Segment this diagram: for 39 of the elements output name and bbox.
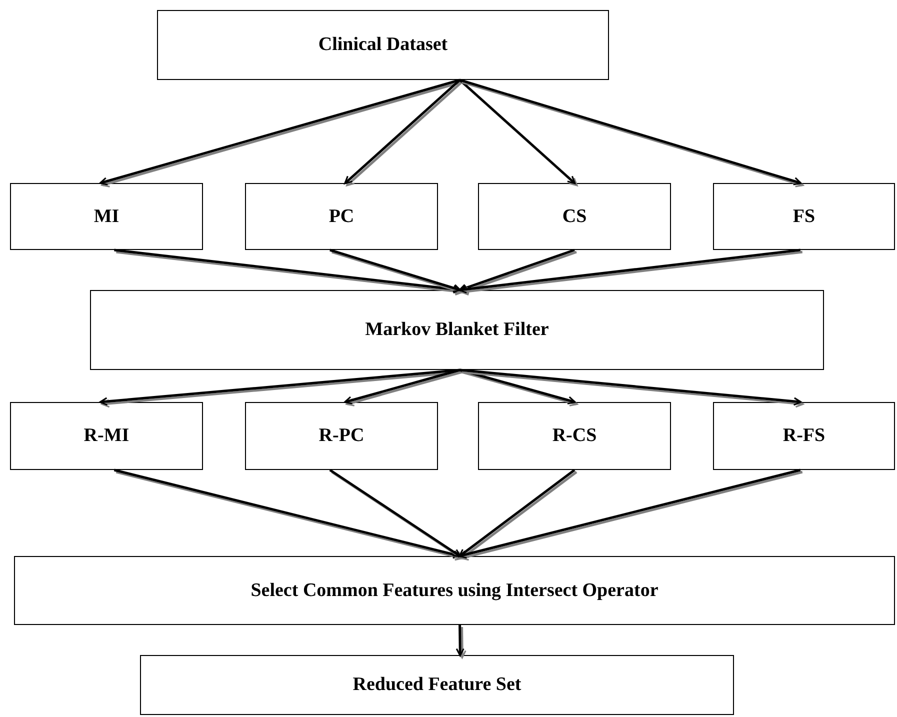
arrow xyxy=(459,79,576,184)
process-box xyxy=(140,655,734,715)
process-box xyxy=(713,183,895,250)
arrow xyxy=(458,248,575,292)
process-box xyxy=(245,402,438,470)
arrow xyxy=(99,368,460,406)
arrow xyxy=(456,624,464,656)
arrow xyxy=(459,78,802,186)
arrow xyxy=(460,368,576,404)
box-label: R-FS xyxy=(782,425,826,447)
box-label: MI xyxy=(94,206,120,228)
box-label: FS xyxy=(792,206,816,228)
arrow xyxy=(460,368,802,406)
process-box xyxy=(90,290,824,370)
process-box xyxy=(478,402,671,470)
box-label: Clinical Dataset xyxy=(318,34,448,56)
process-box xyxy=(245,183,438,250)
box-label: Markov Blanket Filter xyxy=(365,319,549,341)
arrow xyxy=(330,248,462,292)
box-label: R-MI xyxy=(84,425,130,447)
arrow xyxy=(344,368,460,404)
process-box xyxy=(10,402,203,470)
process-box xyxy=(14,556,895,625)
box-label: R-CS xyxy=(552,425,597,447)
box-label: Reduced Feature Set xyxy=(352,674,522,696)
box-label: PC xyxy=(328,206,354,228)
arrow xyxy=(99,78,460,186)
process-box xyxy=(478,183,671,250)
arrow xyxy=(458,248,800,294)
process-box xyxy=(713,402,895,470)
arrow xyxy=(329,468,462,558)
arrow xyxy=(114,248,462,294)
process-box xyxy=(10,183,203,250)
box-label: R-PC xyxy=(318,425,364,447)
process-box xyxy=(157,10,609,80)
arrow xyxy=(458,468,801,559)
arrow xyxy=(344,79,461,184)
box-label: CS xyxy=(562,206,587,228)
box-label: Select Common Features using Intersect Operator xyxy=(250,580,658,602)
